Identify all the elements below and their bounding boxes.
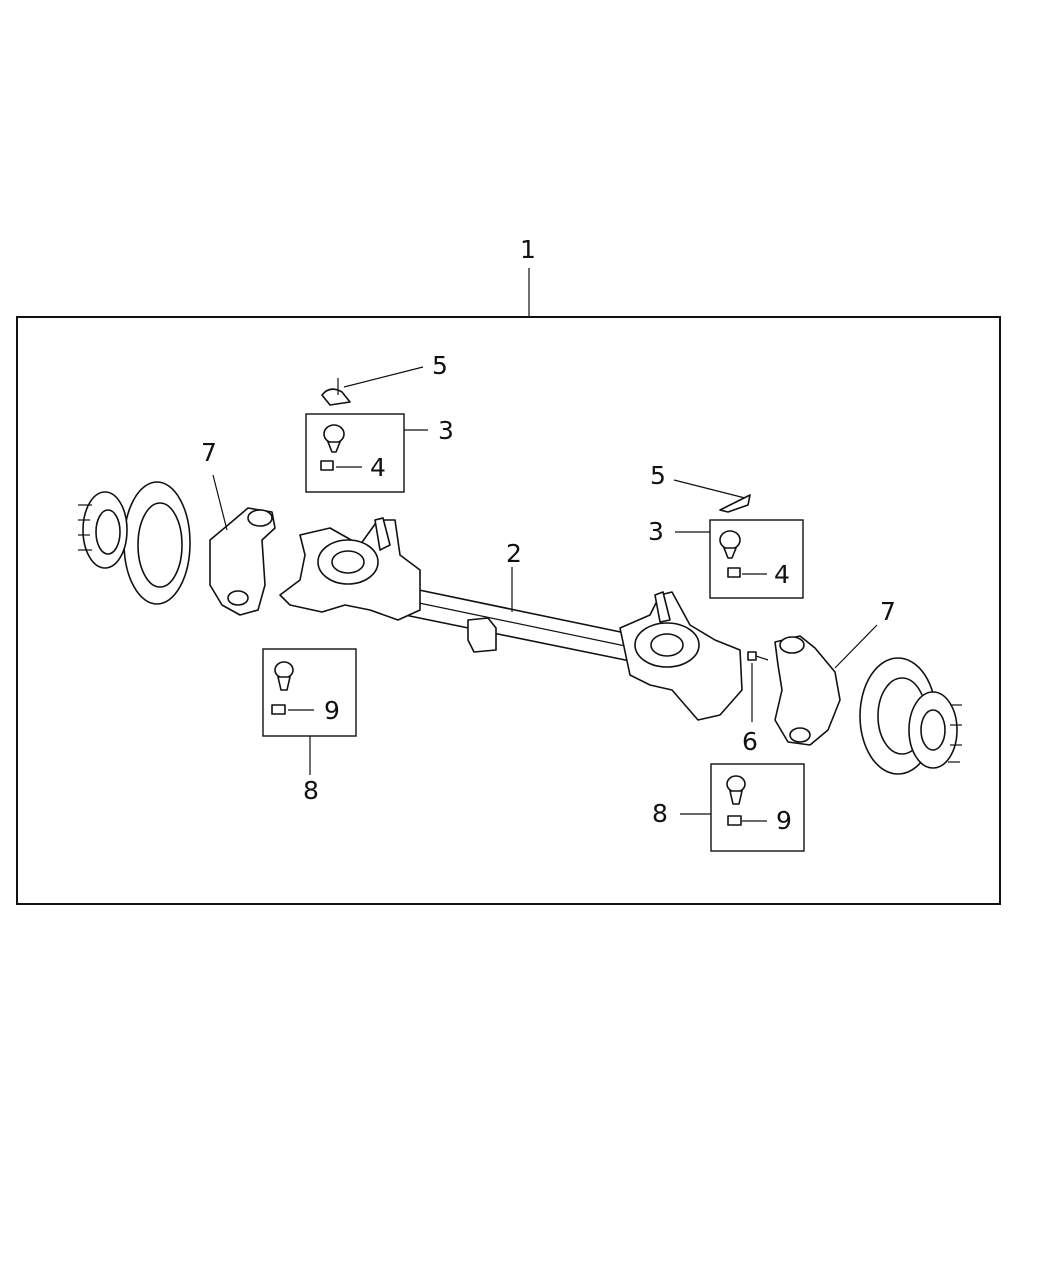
lower-ball-joint-right: [726, 775, 746, 805]
bolt: [747, 651, 769, 661]
callout-2: 2: [506, 539, 522, 568]
callout-5-upper-left: 5: [432, 351, 448, 380]
nut-left-lower: [271, 704, 286, 715]
callout-1: 1: [520, 235, 536, 264]
callout-3-right: 3: [648, 517, 664, 546]
upper-ball-joint-left: [323, 424, 345, 453]
callout-9-left: 9: [324, 696, 340, 725]
lower-ball-joint-kit-box-left: [262, 648, 357, 737]
upper-right-clip: [719, 494, 751, 513]
callout-4-upper-left: 4: [370, 453, 386, 482]
right-steering-knuckle: [774, 635, 841, 746]
nut-right-lower: [727, 815, 742, 826]
callout-9-right: 9: [776, 806, 792, 835]
left-steering-knuckle: [209, 507, 276, 616]
callout-6: 6: [742, 727, 758, 756]
upper-left-clip: [321, 378, 351, 406]
assembly-frame: [16, 316, 1001, 905]
left-brake-rotor: [78, 481, 191, 605]
callout-7-right: 7: [880, 597, 896, 626]
upper-ball-joint-right: [719, 530, 741, 559]
right-brake-rotor: [859, 657, 962, 775]
axle-housing: [279, 517, 743, 721]
callout-3-upper-left: 3: [438, 416, 454, 445]
leader-lines: [212, 366, 878, 822]
callout-7-left: 7: [201, 438, 217, 467]
lower-ball-joint-left: [274, 661, 294, 691]
ball-joint-kit-box-left: [305, 413, 405, 493]
nut-left-upper: [320, 460, 334, 471]
nut-right-upper: [727, 567, 741, 578]
callout-8-right: 8: [652, 799, 668, 828]
lower-ball-joint-kit-box-right: [710, 763, 805, 852]
callout-5-right: 5: [650, 461, 666, 490]
callout-8-left: 8: [303, 776, 319, 805]
callout-4-right: 4: [774, 560, 790, 589]
